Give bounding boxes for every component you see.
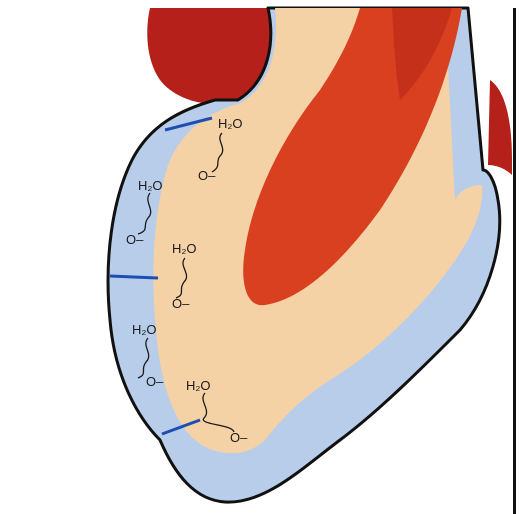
water-label: H₂O bbox=[132, 322, 157, 337]
right-border bbox=[513, 8, 516, 514]
water-label: H₂O bbox=[186, 378, 211, 393]
water-label: H₂O bbox=[218, 116, 243, 131]
oxide-label: O– bbox=[198, 168, 216, 183]
gum-tissue-right bbox=[488, 80, 512, 175]
water-label: H₂O bbox=[138, 178, 163, 193]
enamel-rod bbox=[110, 276, 158, 278]
oxide-label: O– bbox=[172, 296, 190, 311]
oxide-label: O– bbox=[126, 232, 144, 247]
water-label: H₂O bbox=[172, 241, 197, 256]
oxide-label: O– bbox=[230, 430, 248, 445]
oxide-label: O– bbox=[146, 374, 164, 389]
